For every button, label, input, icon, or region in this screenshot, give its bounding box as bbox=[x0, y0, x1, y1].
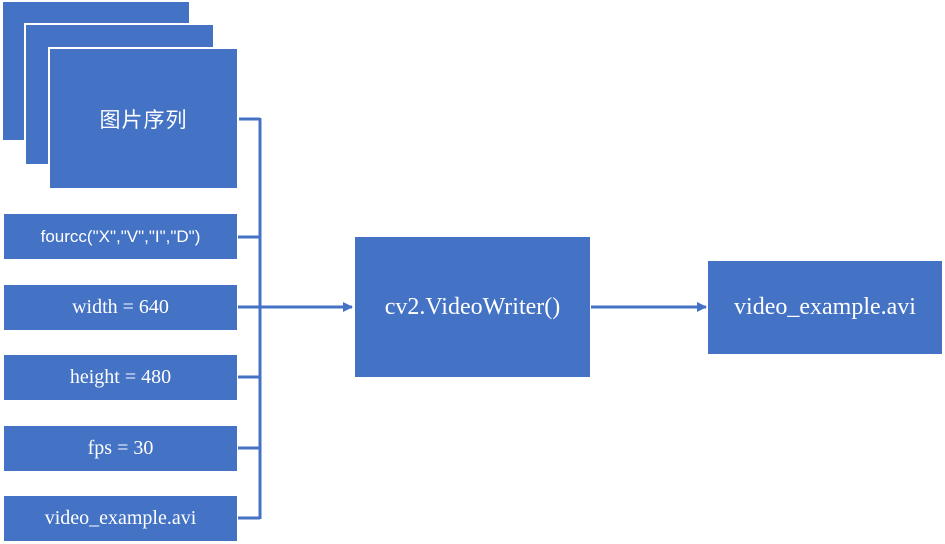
param-fourcc-label: fourcc("X","V","I","D") bbox=[40, 226, 201, 246]
image-sequence-label: 图片序列 bbox=[99, 107, 188, 132]
param-fps-label: fps = 30 bbox=[87, 437, 154, 459]
param-height-box: height = 480 bbox=[3, 354, 238, 401]
image-sequence-front-card: 图片序列 bbox=[48, 47, 239, 190]
param-width-label: width = 640 bbox=[72, 296, 169, 318]
video-writer-box: cv2.VideoWriter() bbox=[354, 236, 591, 378]
video-writer-label: cv2.VideoWriter() bbox=[384, 293, 561, 320]
output-file-box: video_example.avi bbox=[707, 260, 943, 355]
param-fourcc-box: fourcc("X","V","I","D") bbox=[3, 213, 238, 260]
param-fps-box: fps = 30 bbox=[3, 425, 238, 472]
param-filename-label: video_example.avi bbox=[44, 507, 197, 529]
param-height-label: height = 480 bbox=[69, 366, 172, 388]
output-file-label: video_example.avi bbox=[734, 294, 916, 320]
param-width-box: width = 640 bbox=[3, 284, 238, 331]
param-filename-box: video_example.avi bbox=[3, 495, 238, 542]
